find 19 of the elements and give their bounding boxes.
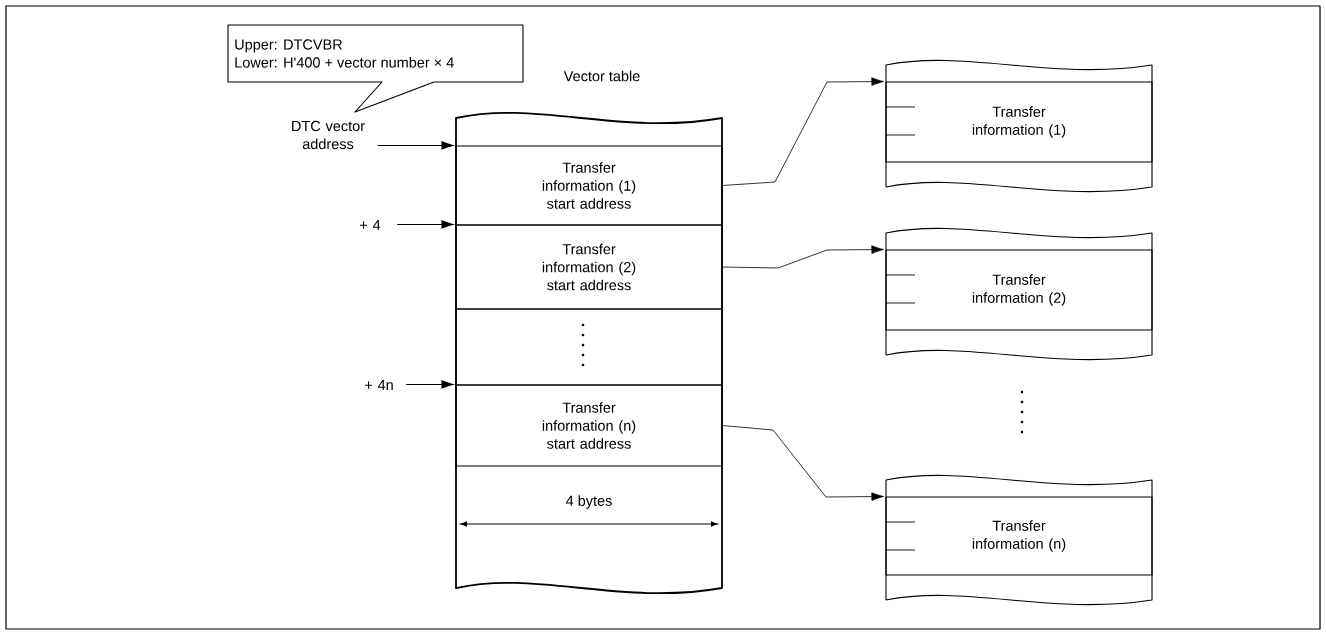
dimension-label: 4 bytes bbox=[565, 495, 612, 509]
address-label: + 4 bbox=[360, 220, 381, 230]
arrow bbox=[722, 77, 884, 186]
memory-block: Transfer information (2) bbox=[885, 227, 1153, 361]
arrow bbox=[722, 425, 884, 501]
callout-box: Upper: DTCVBR Lower: H'400 + vector number × 4 bbox=[227, 24, 524, 113]
arrow bbox=[377, 141, 454, 150]
node-label: Vector table bbox=[563, 70, 640, 82]
arrow bbox=[396, 220, 454, 229]
memory-block: Transfer information (1) bbox=[885, 59, 1153, 193]
table-cell: Transfer information (1) start address bbox=[455, 145, 723, 226]
arrow bbox=[722, 245, 884, 269]
table-cell: Transfer information (2) start address bbox=[455, 224, 723, 310]
arrow bbox=[405, 380, 454, 389]
address-label: DTC vector address bbox=[292, 120, 365, 150]
memory-block: Transfer information (n) bbox=[885, 474, 1153, 606]
table-cell bbox=[455, 308, 723, 386]
address-label: + 4n bbox=[365, 380, 393, 390]
table-cell: Transfer information (n) start address bbox=[455, 384, 723, 467]
